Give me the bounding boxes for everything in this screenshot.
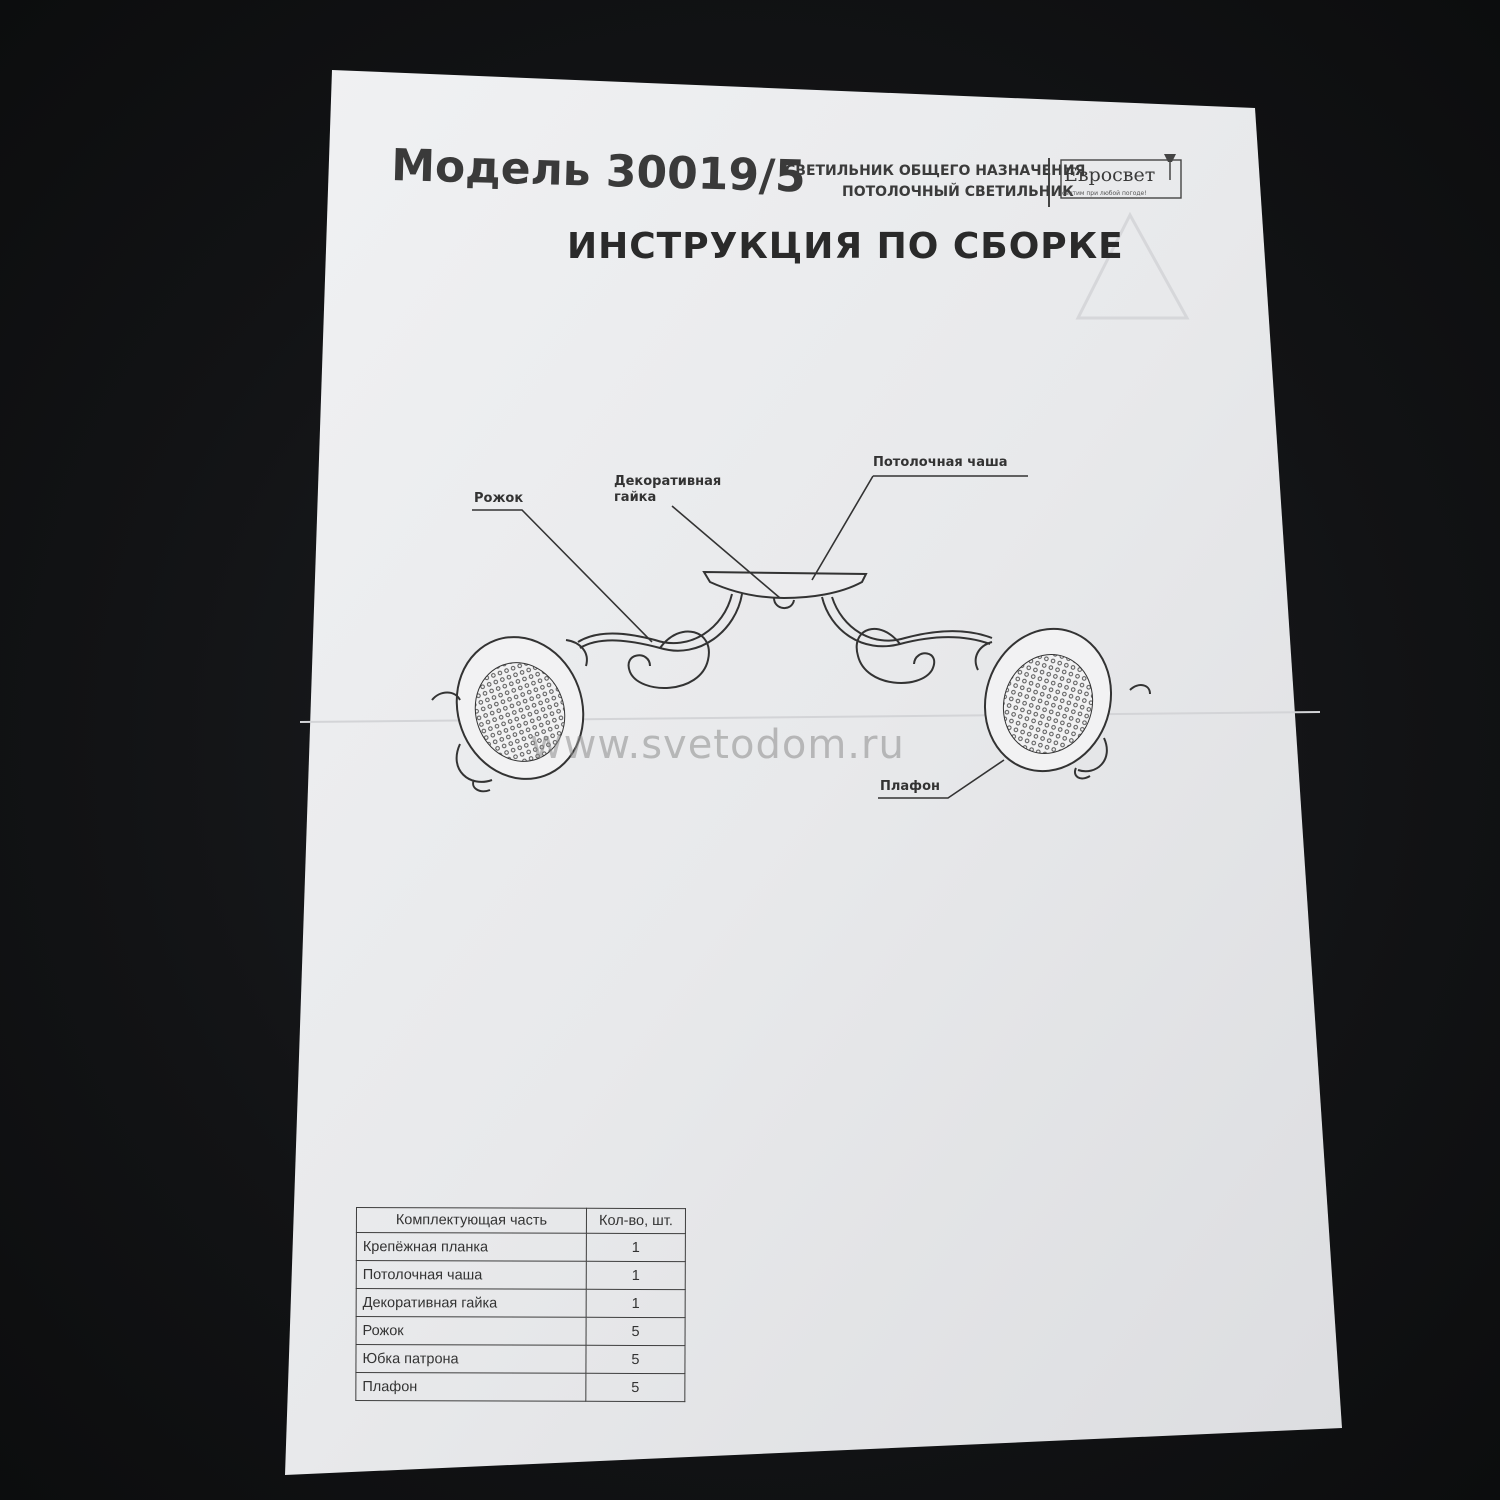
table-row: Юбка патрона 5	[355, 1344, 686, 1374]
parts-table: Комплектующая часть Кол-во, шт. Крепёжна…	[355, 1207, 686, 1402]
subtitle-general: СВЕТИЛЬНИК ОБЩЕГО НАЗНАЧЕНИЯ	[785, 163, 1086, 179]
lamp-icon	[1164, 154, 1176, 162]
part-qty: 5	[585, 1345, 686, 1374]
part-qty: 1	[586, 1233, 686, 1262]
page-title: ИНСТРУКЦИЯ ПО СБОРКЕ	[567, 226, 1124, 267]
warning-triangle-icon	[1075, 211, 1190, 320]
table-header-row: Комплектующая часть Кол-во, шт.	[356, 1207, 686, 1234]
part-qty: 5	[586, 1317, 686, 1346]
brand-logo: Евросвет светим при любой погоде!	[1060, 150, 1185, 206]
column-header-qty: Кол-во, шт.	[586, 1208, 686, 1234]
part-qty: 1	[586, 1289, 686, 1318]
brand-name: Евросвет	[1064, 164, 1156, 186]
label-decorative-nut-line1: Декоративная	[614, 474, 722, 489]
brand-slogan: светим при любой погоде!	[1062, 190, 1147, 197]
part-qty: 5	[585, 1373, 685, 1402]
table-row: Рожок 5	[356, 1316, 686, 1346]
left-shade-drawing	[431, 636, 588, 793]
part-qty: 1	[586, 1261, 686, 1290]
label-decorative-nut-line2: гайка	[614, 490, 657, 505]
label-shade: Плафон	[880, 779, 940, 794]
part-name: Крепёжная планка	[356, 1232, 587, 1262]
table-row: Плафон 5	[355, 1372, 685, 1402]
leader-lines	[472, 475, 1028, 799]
website-watermark: www.svetodom.ru	[530, 722, 905, 768]
right-shade-drawing	[974, 627, 1151, 780]
table-row: Крепёжная планка 1	[356, 1232, 686, 1262]
table-row: Потолочная чаша 1	[356, 1260, 686, 1290]
table-row: Декоративная гайка 1	[356, 1288, 686, 1318]
part-name: Потолочная чаша	[356, 1260, 587, 1290]
part-name: Юбка патрона	[355, 1344, 587, 1374]
part-name: Декоративная гайка	[356, 1288, 587, 1318]
ceiling-bowl-drawing	[702, 570, 868, 609]
column-header-part: Комплектующая часть	[356, 1207, 587, 1234]
arms-drawing	[577, 593, 993, 689]
subtitle-ceiling: ПОТОЛОЧНЫЙ СВЕТИЛЬНИК	[842, 184, 1074, 200]
part-name: Рожок	[356, 1316, 587, 1346]
part-name: Плафон	[355, 1372, 586, 1402]
label-horn: Рожок	[474, 491, 524, 506]
label-ceiling-bowl: Потолочная чаша	[873, 455, 1008, 470]
